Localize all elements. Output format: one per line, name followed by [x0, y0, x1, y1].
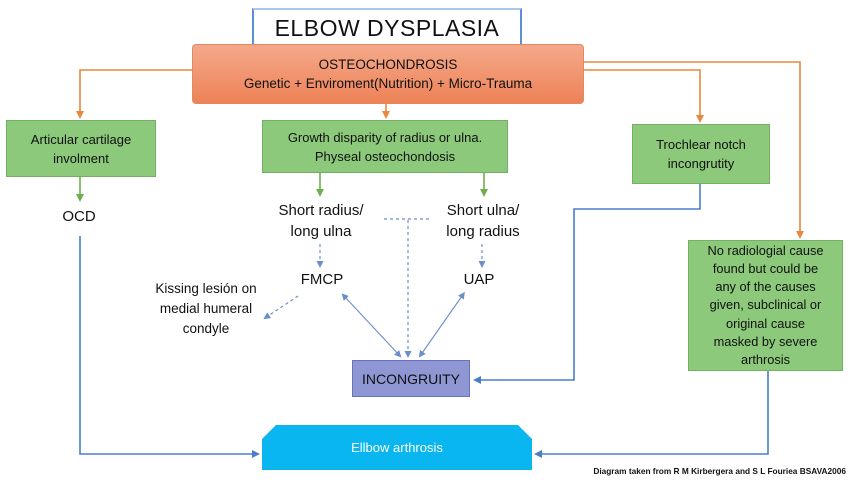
trochlear-line2: incongrutity [667, 156, 735, 171]
arrow-fmcp-incongruity [341, 293, 402, 358]
short-ulna-label: Short ulna/ long radius [428, 200, 538, 242]
arrow-osteo-to-articular [76, 69, 192, 119]
arrow-noradio-to-arthrosis [534, 371, 769, 458]
arrow-osteo-to-trochlear [584, 69, 704, 123]
short-radius-label: Short radius/ long ulna [262, 200, 380, 242]
osteochondrosis-causes: Genetic + Enviroment(Nutrition) + Micro-… [243, 76, 533, 91]
noradio-line: given, subclinical or [709, 297, 822, 313]
diagram-title: ELBOW DYSPLASIA [274, 14, 500, 41]
articular-line1: Articular cartilage [30, 131, 132, 147]
arrow-trochlear-to-incongruity [473, 184, 701, 384]
arrow-osteo-to-noradio [584, 61, 804, 239]
growth-disparity-box: Growth disparity of radius or ulna. Phys… [262, 120, 508, 173]
kissing-line1: Kissing lesión on [155, 281, 257, 296]
elbow-arthrosis-box: Ellbow arthrosis [262, 425, 532, 470]
kissing-line3: condyle [182, 321, 230, 336]
arrow-fmcp-to-kissing [263, 295, 299, 320]
source-credit: Diagram taken from R M Kirbergera and S … [593, 466, 846, 476]
noradio-line: arthrosis [740, 352, 791, 367]
no-radiological-cause-box: No radiologial cause found but could be … [688, 240, 843, 371]
trochlear-line1: Trochlear notch [656, 137, 746, 152]
noradio-line: any of the causes [715, 279, 816, 295]
title-box: ELBOW DYSPLASIA [252, 8, 522, 48]
articular-cartilage-box: Articular cartilage involment [6, 120, 156, 177]
short-ulna-line2: long radius [446, 223, 520, 240]
growth-line2: Physeal osteochondosis [314, 148, 456, 164]
articular-line2: involment [53, 150, 109, 166]
noradio-line: original cause [726, 315, 805, 331]
kissing-line2: medial humeral [159, 301, 253, 316]
growth-line1: Growth disparity of radius or ulna. [287, 129, 483, 145]
short-radius-line1: Short radius/ [278, 202, 364, 219]
kissing-lesion-label: Kissing lesión on medial humeral condyle [136, 279, 276, 339]
fmcp-label: FMCP [300, 271, 344, 288]
short-ulna-line1: Short ulna/ [446, 202, 520, 219]
arthrosis-label: Ellbow arthrosis [351, 440, 443, 455]
osteochondrosis-box: OSTEOCHONDROSIS Genetic + Enviroment(Nut… [192, 44, 584, 104]
noradio-line: found but could be [712, 260, 819, 276]
trochlear-notch-box: Trochlear notch incongrutity [632, 124, 770, 184]
noradio-line: masked by severe [713, 333, 818, 349]
incongruity-label: INCONGRUITY [362, 370, 460, 387]
osteochondrosis-heading: OSTEOCHONDROSIS [318, 57, 458, 72]
ocd-label: OCD [62, 208, 96, 225]
arrow-uap-incongruity [418, 291, 465, 358]
incongruity-box: INCONGRUITY [352, 360, 470, 397]
arrow-ocd-to-arthrosis [79, 236, 260, 458]
noradio-line: No radiologial cause [707, 242, 824, 258]
uap-label: UAP [463, 271, 495, 288]
short-radius-line2: long ulna [290, 223, 352, 240]
